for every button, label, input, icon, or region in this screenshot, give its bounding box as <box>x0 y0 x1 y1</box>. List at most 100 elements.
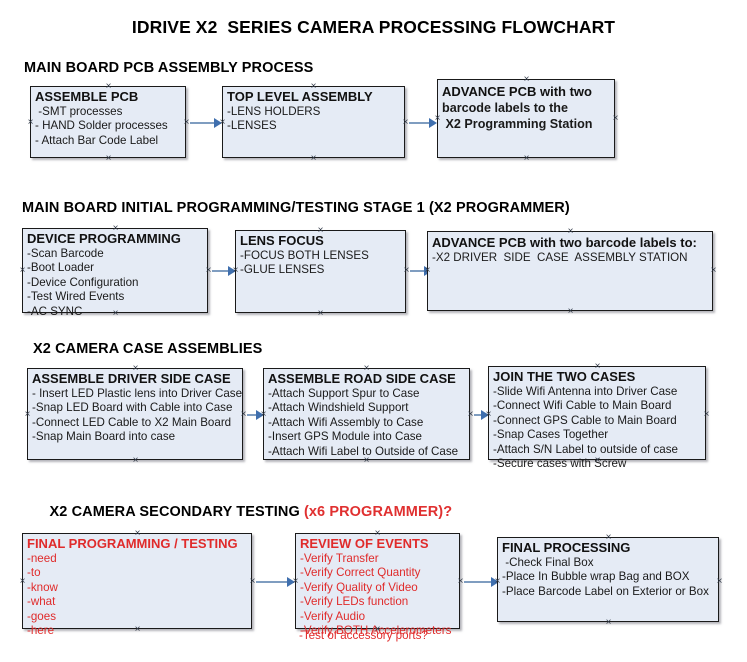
resize-handle-top[interactable] <box>309 82 318 91</box>
resize-handle-top[interactable] <box>593 362 602 371</box>
node-final-processing[interactable]: FINAL PROCESSING -Check Final Box -Place… <box>497 537 719 622</box>
node-line: -Connect Wifi Cable to Main Board <box>493 399 672 413</box>
resize-handle-top[interactable] <box>604 533 613 542</box>
node-assemble-road-side-case[interactable]: ASSEMBLE ROAD SIDE CASE -Attach Support … <box>263 368 470 460</box>
connector-review-to-final-processing <box>464 581 494 583</box>
resize-handle-left[interactable] <box>493 577 502 586</box>
node-title: ASSEMBLE DRIVER SIDE CASE <box>32 371 231 386</box>
resize-handle-top[interactable] <box>104 82 113 91</box>
node-line: -Attach Support Spur to Case <box>268 386 420 400</box>
node-line: -Attach S/N Label to outside of case <box>493 442 678 456</box>
node-line: -Snap Main Board into case <box>32 430 176 444</box>
section-title-main-board-pcb-assembly: MAIN BOARD PCB ASSEMBLY PROCESS <box>24 60 314 76</box>
node-line: -Snap Cases Together <box>493 428 609 442</box>
resize-handle-left[interactable] <box>23 410 32 419</box>
node-line: -LENS HOLDERS <box>227 104 321 118</box>
resize-handle-bottom[interactable] <box>316 309 325 318</box>
resize-handle-bottom[interactable] <box>309 154 318 163</box>
resize-handle-top[interactable] <box>566 227 575 236</box>
node-title: LENS FOCUS <box>240 233 324 248</box>
resize-handle-left[interactable] <box>26 118 35 127</box>
node-line: - Insert LED Plastic lens into Driver Ca… <box>32 386 243 400</box>
resize-handle-right[interactable] <box>715 577 724 586</box>
node-title: JOIN THE TWO CASES <box>493 369 636 384</box>
resize-handle-left[interactable] <box>18 266 27 275</box>
connector-driver-side-to-road-side <box>247 414 259 416</box>
resize-handle-top[interactable] <box>362 364 371 373</box>
node-line: -Verify BOTH Accelerometers <box>300 624 452 638</box>
node-top-level-assembly[interactable]: TOP LEVEL ASSEMBLY -LENS HOLDERS -LENSES <box>222 86 405 158</box>
node-line: -Connect GPS Cable to Main Board <box>493 413 677 427</box>
node-line: -Slide Wifi Antenna into Driver Case <box>493 384 678 398</box>
node-final-programming-testing[interactable]: FINAL PROGRAMMING / TESTING -need -to -k… <box>22 533 252 637</box>
resize-handle-left[interactable] <box>259 410 268 419</box>
resize-handle-bottom[interactable] <box>373 625 382 634</box>
resize-handle-bottom[interactable] <box>604 618 613 627</box>
node-review-of-events-overflow-line: -Test of accessory ports? <box>299 629 428 642</box>
resize-handle-bottom[interactable] <box>362 456 371 465</box>
connector-device-programming-to-lens-focus <box>212 270 230 272</box>
node-assemble-pcb[interactable]: ASSEMBLE PCB -SMT processes - HAND Solde… <box>30 86 186 158</box>
node-line: -need <box>27 551 57 565</box>
node-line: -Verify Quality of Video <box>300 580 418 594</box>
node-line: -Snap LED Board with Cable into Case <box>32 401 233 415</box>
node-device-programming[interactable]: DEVICE PROGRAMMING -Scan Barcode -Boot L… <box>22 228 208 318</box>
resize-handle-top[interactable] <box>316 226 325 235</box>
node-title: REVIEW OF EVENTS <box>300 536 429 551</box>
resize-handle-left[interactable] <box>18 577 27 586</box>
resize-handle-right[interactable] <box>611 114 620 123</box>
node-advance-pcb-to-driver-side-station[interactable]: ADVANCE PCB with two barcode labels to: … <box>427 231 713 311</box>
node-assemble-driver-side-case[interactable]: ASSEMBLE DRIVER SIDE CASE - Insert LED P… <box>27 368 243 460</box>
resize-handle-bottom[interactable] <box>133 625 142 634</box>
connector-road-side-to-join-cases <box>474 414 484 416</box>
node-line: -Boot Loader <box>27 261 95 275</box>
resize-handle-top[interactable] <box>133 529 142 538</box>
node-lens-focus[interactable]: LENS FOCUS -FOCUS BOTH LENSES -GLUE LENS… <box>235 230 406 313</box>
resize-handle-top[interactable] <box>522 75 531 84</box>
resize-handle-left[interactable] <box>423 266 432 275</box>
node-line: -Verify Transfer <box>300 551 379 565</box>
node-line: -Attach Wifi Assembly to Case <box>268 415 424 429</box>
node-advance-pcb-to-programming-station[interactable]: ADVANCE PCB with two barcode labels to t… <box>437 79 615 158</box>
resize-handle-right[interactable] <box>702 410 711 419</box>
node-line: -Secure cases with Screw <box>493 457 627 471</box>
connector-assemble-pcb-to-top-level <box>190 122 216 124</box>
resize-handle-bottom[interactable] <box>593 456 602 465</box>
arrowhead-icon <box>429 118 437 128</box>
resize-handle-left[interactable] <box>484 410 493 419</box>
resize-handle-left[interactable] <box>291 577 300 586</box>
resize-handle-left[interactable] <box>231 266 240 275</box>
section-title-main-board-initial-programming: MAIN BOARD INITIAL PROGRAMMING/TESTING S… <box>22 200 570 216</box>
node-line: -Scan Barcode <box>27 246 104 260</box>
section-title-x2-camera-case-assemblies: X2 CAMERA CASE ASSEMBLIES <box>33 341 263 357</box>
node-line: - HAND Solder processes <box>35 119 168 133</box>
resize-handle-bottom[interactable] <box>131 456 140 465</box>
resize-handle-left[interactable] <box>433 114 442 123</box>
node-line: -Check Final Box <box>502 555 594 569</box>
node-line: - Attach Bar Code Label <box>35 133 159 147</box>
node-line: -what <box>27 595 56 609</box>
resize-handle-top[interactable] <box>131 364 140 373</box>
resize-handle-bottom[interactable] <box>111 309 120 318</box>
node-line: -Verify Audio <box>300 609 366 623</box>
node-line: -Place Barcode Label on Exterior or Box <box>502 584 709 598</box>
resize-handle-top[interactable] <box>373 529 382 538</box>
node-line: -goes <box>27 609 57 623</box>
resize-handle-bottom[interactable] <box>522 154 531 163</box>
node-line: -Device Configuration <box>27 275 139 289</box>
node-line: -Verify Correct Quantity <box>300 566 421 580</box>
node-title: ADVANCE PCB with two barcode labels to: <box>432 235 697 250</box>
resize-handle-bottom[interactable] <box>104 154 113 163</box>
node-review-of-events[interactable]: REVIEW OF EVENTS -Verify Transfer -Verif… <box>295 533 460 637</box>
node-join-the-two-cases[interactable]: JOIN THE TWO CASES -Slide Wifi Antenna i… <box>488 366 706 470</box>
resize-handle-right[interactable] <box>709 266 718 275</box>
node-title: ASSEMBLE PCB <box>35 89 139 104</box>
node-line: -Verify LEDs function <box>300 595 409 609</box>
resize-handle-left[interactable] <box>218 118 227 127</box>
section-title-text: X2 CAMERA SECONDARY TESTING <box>49 504 304 520</box>
resize-handle-top[interactable] <box>111 224 120 233</box>
resize-handle-bottom[interactable] <box>566 307 575 316</box>
node-line: -Attach Windshield Support <box>268 401 409 415</box>
node-line: -to <box>27 566 41 580</box>
node-line: -GLUE LENSES <box>240 263 325 277</box>
